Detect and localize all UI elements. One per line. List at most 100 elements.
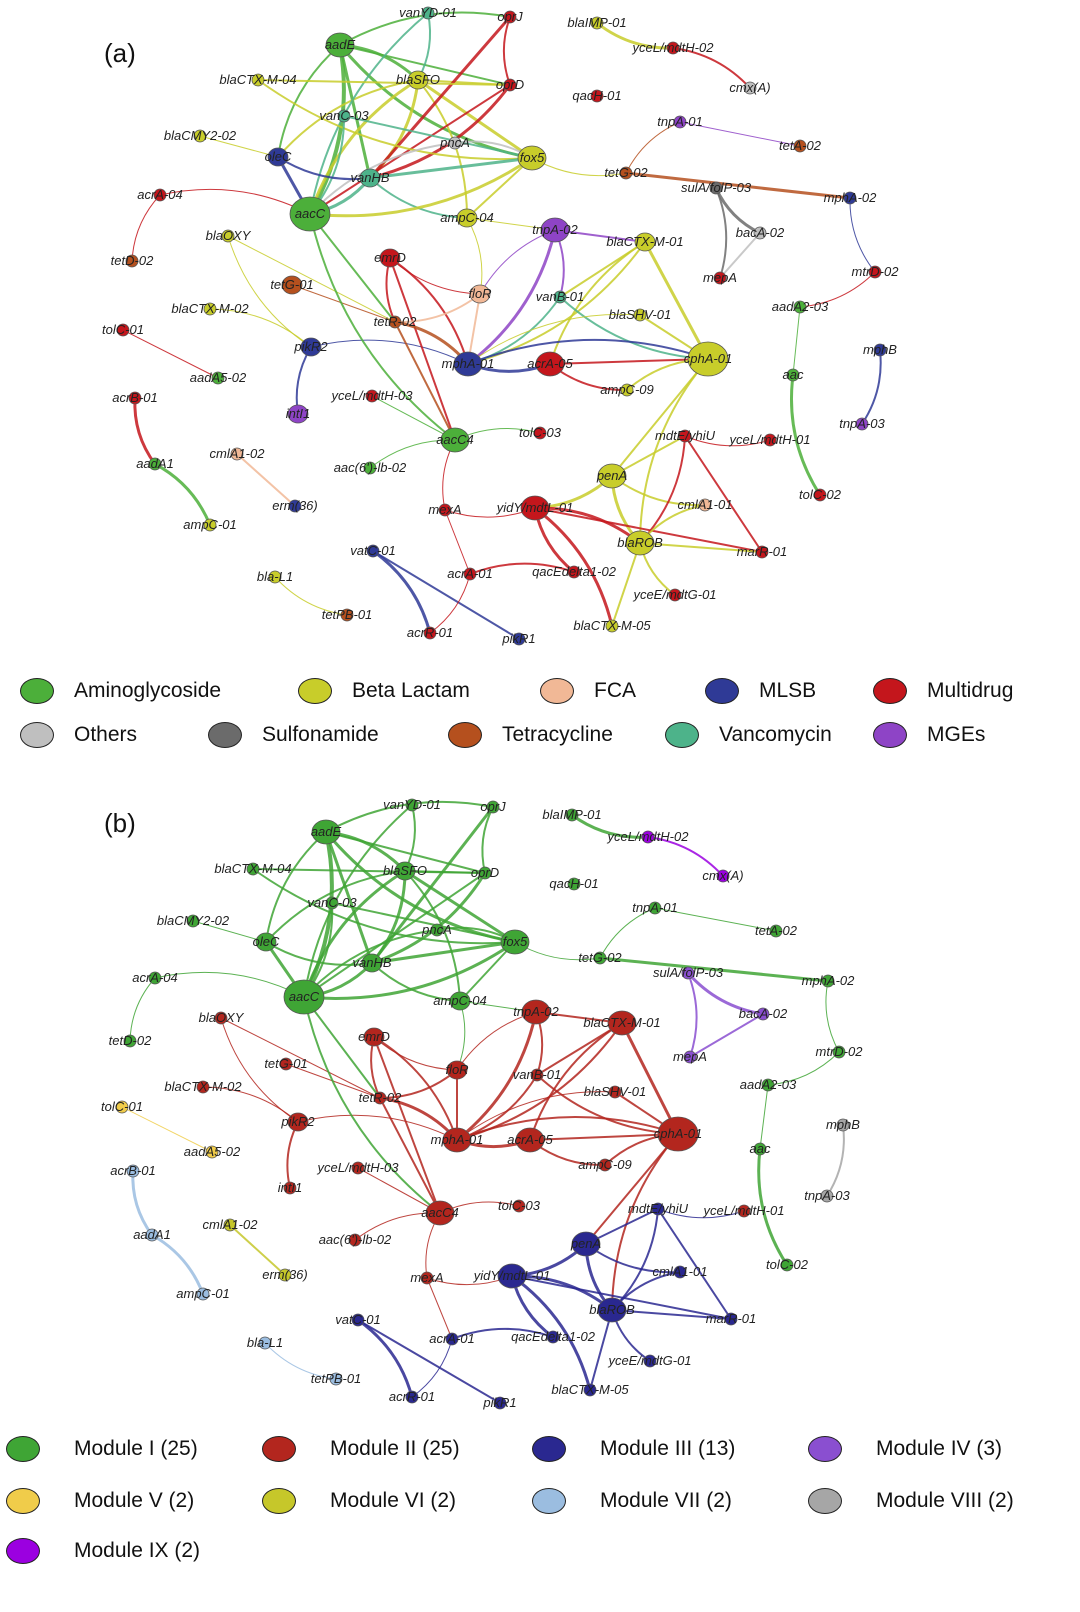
edge-oprJ-vanHB (370, 806, 495, 964)
node-label-ampC-04: ampC-04 (433, 993, 486, 1008)
node-yceL/mdtH-03 (351, 1161, 365, 1175)
legend-swatch (540, 678, 574, 704)
node-cphA-01 (687, 341, 729, 377)
node-aadA2-03 (793, 300, 807, 314)
node-qacH-01 (567, 877, 581, 891)
node-mphB (873, 343, 887, 357)
edge-aadE-oprD (325, 831, 486, 874)
edge-blaCTX-M-04-fox5 (252, 868, 516, 945)
node-blaSFO (407, 70, 429, 90)
node-tolC-01 (116, 323, 130, 337)
edge-tnpA-02-mphA-01 (456, 1011, 538, 1142)
node-cmx(A) (716, 869, 730, 883)
legend-label: Module V (2) (74, 1489, 195, 1512)
edge-mphB-tnpA-03 (861, 349, 882, 425)
node-label-qacEdelta1-02: qacEdelta1-02 (511, 1329, 596, 1344)
node-tetD-02 (123, 1034, 137, 1048)
node-acrA-05 (535, 351, 565, 377)
legend-label: Module II (25) (330, 1437, 460, 1460)
node-blaCTX-M-01 (634, 232, 656, 252)
node-aadA1 (145, 1228, 159, 1242)
edge-sulA/folP-03-mepA (715, 187, 728, 279)
edge-pikR2-mphA-01 (310, 339, 469, 365)
node-tetG-01 (279, 1057, 293, 1071)
node-label-tetG-02: tetG-02 (578, 950, 622, 965)
legend-item-fca: FCA (540, 678, 636, 704)
edge-aac-tolC-02 (790, 374, 822, 496)
node-marR-01 (724, 1312, 738, 1326)
edge-mphA-02-mtrD-02 (849, 197, 876, 273)
edge-aadE-oleC (277, 44, 341, 158)
edge-ampC-04-floR (466, 217, 483, 295)
node-label-tetA-02: tetA-02 (779, 138, 822, 153)
legend-swatch (208, 722, 242, 748)
edge-blaIMP-01-yceL/mdtH-02 (571, 813, 649, 839)
node-label-blaROB: blaROB (589, 1302, 635, 1317)
node-label-aadE: aadE (325, 37, 356, 52)
edge-blaSFO-aacC (302, 869, 406, 998)
panel-b-label: (b) (104, 808, 136, 838)
node-label-yidY/mdtL-01: yidY/mdtL-01 (473, 1268, 551, 1283)
node-mepA (713, 271, 727, 285)
node-pikR2 (287, 1112, 309, 1132)
node-label-pncA: pncA (421, 922, 452, 937)
node-acrB-01 (126, 1164, 140, 1178)
node-label-penA: penA (596, 468, 627, 483)
node-label-penA: penA (570, 1236, 601, 1251)
node-aacC4 (425, 1200, 455, 1226)
node-blaSHV-01 (633, 308, 647, 322)
edge-pikR2-mphA-01 (297, 1114, 458, 1141)
node-pikR1 (512, 632, 526, 646)
node-tetD-02 (125, 254, 139, 268)
node-label-vanHB: vanHB (352, 955, 391, 970)
node-label-intI1: intI1 (286, 406, 311, 421)
edge-aacC-aacC4 (309, 213, 456, 441)
legend-item-module-1: Module I (25) (6, 1436, 198, 1462)
legend-label: Sulfonamide (262, 723, 379, 746)
node-ampC-01 (203, 518, 217, 532)
legend-swatch (532, 1488, 566, 1514)
node-label-floR: floR (445, 1062, 468, 1077)
edge-emrD-mphA-01 (389, 257, 469, 365)
edge-qacEdelta1-02-acrA-01 (469, 562, 575, 575)
legend-item-multidrug: Multidrug (873, 678, 1013, 704)
edge-vatC-01-pikR1 (357, 1319, 501, 1404)
node-label-mphA-01: mphA-01 (431, 1132, 484, 1147)
node-mdtE/yhiU (678, 429, 692, 443)
node-mphA-01 (442, 1127, 472, 1153)
edge-oleC-vanHB (265, 941, 373, 966)
node-mtrD-02 (868, 265, 882, 279)
node-cmlA1-01 (698, 498, 712, 512)
node-label-vanYD-01: vanYD-01 (383, 797, 441, 812)
node-label-qacEdelta1-02: qacEdelta1-02 (532, 564, 617, 579)
edge-acrA-04-tetD-02 (131, 194, 161, 262)
legend-swatch (873, 722, 907, 748)
panel-a-label: (a) (104, 38, 136, 68)
node-label-aadA1: aadA1 (136, 456, 174, 471)
node-label-cmx(A): cmx(A) (702, 868, 743, 883)
node-label-cmlA1-02: cmlA1-02 (210, 446, 266, 461)
node-label-blaCMY2-02: blaCMY2-02 (164, 128, 237, 143)
node-blaCTX-M-04 (246, 862, 260, 876)
edge-vatC-01-acrR-01 (357, 1318, 414, 1398)
edge-mphA-02-mtrD-02 (825, 980, 840, 1053)
edge-oprJ-oprD (502, 16, 511, 86)
node-aacC4 (440, 427, 470, 453)
legend-swatch (808, 1488, 842, 1514)
edge-pikR2-intI1 (295, 346, 312, 415)
node-aacC (283, 979, 325, 1015)
edge-vanYD-01-blaSFO (417, 12, 432, 81)
node-cphA-01 (657, 1116, 699, 1152)
edge-vanYD-01-aacC (309, 12, 429, 215)
node-label-cmlA1-02: cmlA1-02 (203, 1217, 259, 1232)
edge-blaCTX-M-04-oprD (252, 868, 486, 874)
node-label-mexA: mexA (428, 502, 461, 517)
node-tnpA-03 (855, 417, 869, 431)
legend-label: Module VIII (2) (876, 1489, 1014, 1512)
edge-emrD-aacC4 (373, 1036, 441, 1214)
node-mphB (836, 1118, 850, 1132)
node-tnpA-01 (648, 901, 662, 915)
edge-yidY/mdtL-01-marR-01 (511, 1275, 732, 1320)
